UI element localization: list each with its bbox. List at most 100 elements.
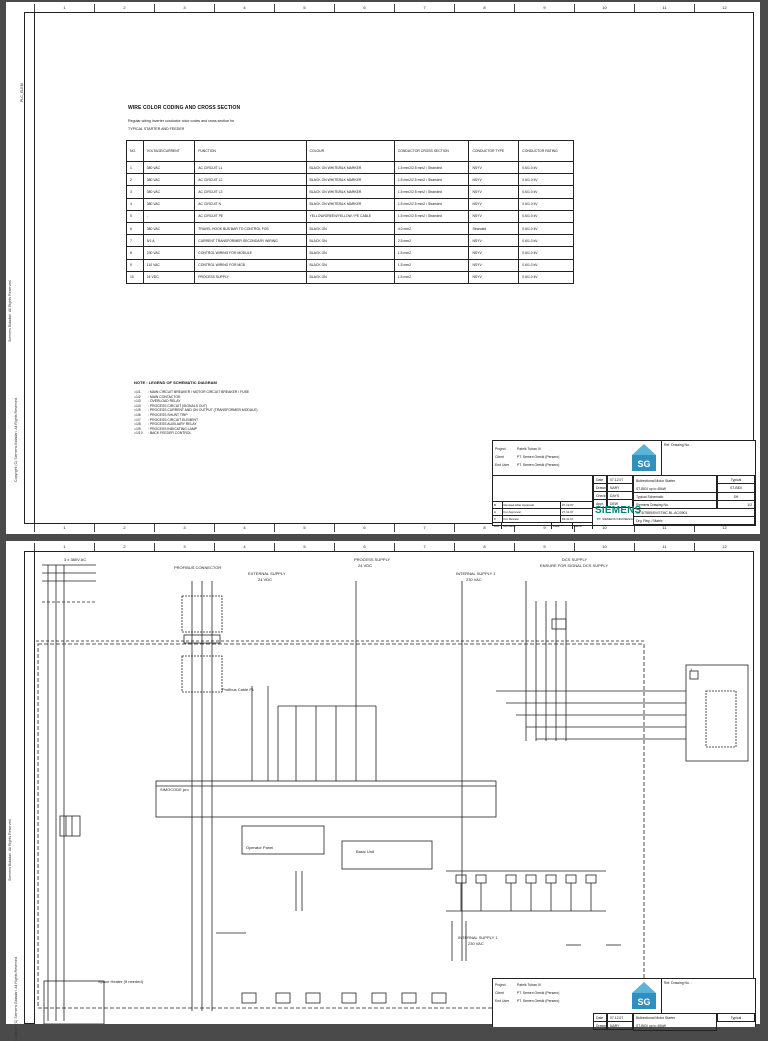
legend-code: =1/9 <box>134 426 141 431</box>
revision-cell: A <box>493 509 503 515</box>
ruler-col: 1 <box>34 543 94 551</box>
ruler-col: 3 <box>154 543 214 551</box>
ref-drawing-cell: Ref. Drawing No. : <box>661 979 755 1013</box>
appr-label: Appr. <box>593 499 607 508</box>
ruler-col: 9 <box>514 524 574 532</box>
ruler-col: 8 <box>454 543 514 551</box>
table-cell: 1.5 mm2 <box>393 246 470 260</box>
ruler-col: 12 <box>694 4 754 12</box>
label-space-heater: Space Heater (If needed) <box>98 979 144 984</box>
space-heater-box <box>43 980 105 1024</box>
label-supply: 3 x 380V AC <box>64 557 86 562</box>
description-cell: Bidirectional Motor Starter ST-BIDI up t… <box>633 475 717 493</box>
legend-desc: : PROCESS CIRCUIT ELEMENT <box>148 417 199 422</box>
label-basic-unit: Basic Unit <box>356 849 375 854</box>
table-cell: NSYV <box>468 246 520 260</box>
revision-cell: 03.11.07 <box>561 516 593 522</box>
enduser-label: End User <box>495 999 510 1003</box>
table-cell: - <box>142 209 196 223</box>
table-cell: BLACK ON <box>305 258 395 272</box>
label-simocode: SIMOCODE pro <box>160 787 189 792</box>
page-title: WIRE COLOR CODING AND CROSS SECTION <box>128 105 241 111</box>
table-cell: BLACK ON WHITE/BLK MARKER <box>305 185 395 199</box>
label-dcs-note: ENSURE FOR SIGNAL DCS SUPPLY <box>540 563 608 568</box>
table-cell: CONTROL WIRING FOR MCB <box>194 258 307 272</box>
legend-code: =1/5 <box>134 408 141 413</box>
label-internal-supply: INTERNAL SUPPLY 1 <box>456 571 496 576</box>
table-cell: 380 VAC <box>142 197 196 211</box>
ruler-col: 12 <box>694 543 754 551</box>
label-process-supply: PROCESS SUPPLY <box>354 557 390 562</box>
legend-code: =1/1 <box>134 390 141 394</box>
legend-desc: : PROCESS CURRENT AND ON OUTPUT (TRANSFO… <box>148 408 258 413</box>
table-cell: 1.5 mm2/2.5 mm2 / Stranded <box>393 209 470 223</box>
legend-item: =1/9 : PROCESS INDICATING LAMP <box>134 427 258 432</box>
title-project-area: Project Pabrik Tuban IV Client PT. Semen… <box>493 441 653 475</box>
ref-drawing-cell: Ref. Drawing No. : <box>661 441 755 475</box>
revision-header-cell: Name <box>573 523 594 529</box>
table-cell: 1.5 mm2 <box>393 270 470 284</box>
label-external-volt: 24 VDC <box>258 577 272 582</box>
table-cell: 1.5 mm2 <box>393 258 470 272</box>
ruler-col: 7 <box>394 524 454 532</box>
ruler-col: 8 <box>454 524 514 532</box>
drawn-label: Drawn <box>593 1021 607 1030</box>
ruler-col: 2 <box>94 4 154 12</box>
ruler-col: 7 <box>394 4 454 12</box>
revision-cell: 07.12.07 <box>561 502 593 508</box>
table-cell: 9 <box>126 258 144 272</box>
table-cell: YELLOW/GREEN/YELLOW / PE CABLE <box>305 209 395 223</box>
table-cell: 380 VAC <box>142 221 196 236</box>
table-cell: 0.6/1.0 kV <box>518 258 574 272</box>
label-internal-supply-2: INTERNAL SUPPLY 1 <box>458 935 498 940</box>
table-cell: 1.5 mm2/2.5 mm2 / Stranded <box>393 160 470 175</box>
ruler-col: 5 <box>274 543 334 551</box>
siemens-logo: SIEMENS <box>595 505 642 516</box>
ruler-col: 5 <box>274 524 334 532</box>
table-cell: 0.6/1.0 kV <box>518 185 574 199</box>
table-cell: 2.5 mm2 <box>393 234 470 248</box>
legend-desc: : PROCESS INDICATING LAMP <box>148 426 197 431</box>
drawing-frame <box>34 12 754 524</box>
legend-desc: : PROCESS AUXILIARY RELAY <box>148 422 197 427</box>
client-value: PT. Semen Gresik (Persero) <box>517 991 560 995</box>
revision-header-cell: Remarks <box>502 523 553 529</box>
ruler-col: 3 <box>154 524 214 532</box>
legend-list: =1/1: MAIN CIRCUIT BREAKER / MOTOR CIRCU… <box>134 390 258 436</box>
table-cell: BLACK ON <box>305 270 395 284</box>
typical-label: Typical <box>717 1013 755 1022</box>
table-cell: 1.5 mm2/2.5 mm2 / Stranded <box>393 173 470 187</box>
table-cell: CURRENT TRANSFORMER SECONDARY WIRING <box>194 234 307 248</box>
table-cell: 0.6/1.0 kV <box>518 246 574 260</box>
description-cell: Bidirectional Motor Starter ST-BIDI up t… <box>633 1013 717 1031</box>
ruler-col: 6 <box>334 543 394 551</box>
legend-code: =1/6 <box>134 412 141 417</box>
side-copyright-text-2: Copyright (C) Siemens Bidadari. All Righ… <box>14 397 18 482</box>
table-cell: AC CIRCUIT N <box>194 197 307 211</box>
title-block-2: Project Pabrik Tuban IV Client PT. Semen… <box>492 978 756 1031</box>
dcs-relay <box>551 618 567 630</box>
table-cell: NSYV <box>468 160 520 175</box>
table-cell: 24 VDC <box>142 270 196 284</box>
terminal-strip-1 <box>183 634 221 644</box>
ruler-col: 3 <box>154 4 214 12</box>
table-cell: 0.6/1.0 kV <box>518 173 574 187</box>
legend-code: =1/2 <box>134 394 141 399</box>
revision-header-cell: Rev. <box>493 523 503 529</box>
legend-item: =1/3: OVERLOAD RELAY <box>134 399 258 404</box>
table-cell: 1.5 mm2/2.5 mm2 / Stranded <box>393 185 470 199</box>
enduser-label: End User <box>495 463 510 467</box>
table-cell: AC CIRCUIT PE <box>194 209 307 223</box>
table-cell: 6 <box>126 221 144 236</box>
table-cell: BLACK ON <box>305 246 395 260</box>
table-cell: 380 VAC <box>142 173 196 187</box>
ruler-col: 4 <box>214 543 274 551</box>
table-cell: NSYV <box>468 173 520 187</box>
